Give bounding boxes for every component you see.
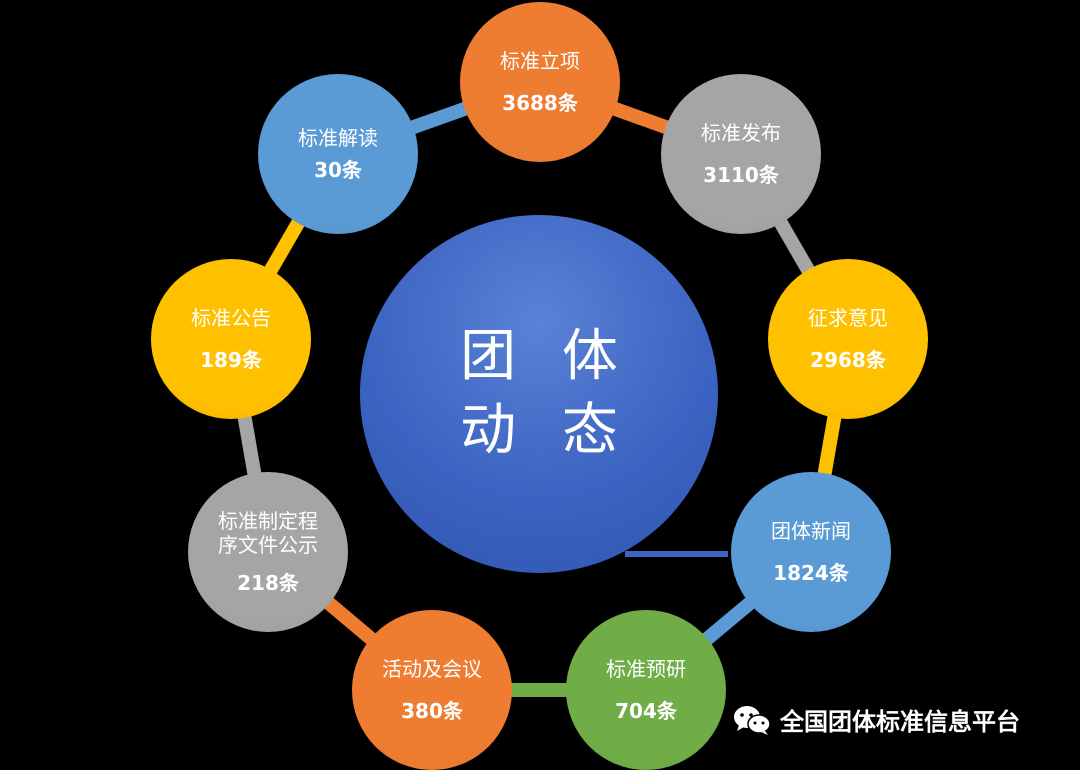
- node-count: 1824条: [773, 561, 849, 585]
- wechat-icon: [734, 705, 771, 735]
- node-chengxu-wenjian-gongshi: 标准制定程 序文件公示 218条: [188, 472, 348, 632]
- center-circle: 团 体 动 态: [360, 215, 718, 573]
- node-biaozhun-yuyan: 标准预研 704条: [566, 610, 726, 770]
- node-count: 3110条: [703, 163, 779, 187]
- node-label: 团体新闻: [771, 519, 851, 543]
- node-count: 2968条: [810, 348, 886, 372]
- center-title-line1: 团 体: [460, 324, 632, 389]
- node-zhengqiu-yijian: 征求意见 2968条: [768, 259, 928, 419]
- node-tuanti-xinwen: 团体新闻 1824条: [731, 472, 891, 632]
- node-biaozhun-jiedu: 标准解读 30条: [258, 74, 418, 234]
- node-count: 30条: [314, 158, 362, 182]
- node-count: 189条: [200, 348, 262, 372]
- node-biaozhun-fabu: 标准发布 3110条: [661, 74, 821, 234]
- node-huodong-huiyi: 活动及会议 380条: [352, 610, 512, 770]
- node-label: 标准立项: [500, 49, 580, 73]
- node-label: 标准解读: [298, 126, 378, 150]
- node-count: 3688条: [502, 91, 578, 115]
- node-label: 标准发布: [701, 121, 781, 145]
- watermark-text: 全国团体标准信息平台: [780, 708, 1020, 736]
- wechat-watermark: 全国团体标准信息平台: [732, 702, 1020, 737]
- node-biaozhun-lixiang: 标准立项 3688条: [460, 2, 620, 162]
- node-label: 标准预研: [606, 657, 686, 681]
- center-title-line2: 动 态: [460, 398, 632, 463]
- node-biaozhun-gonggao: 标准公告 189条: [151, 259, 311, 419]
- node-label: 标准公告: [191, 306, 271, 330]
- node-count: 704条: [615, 699, 677, 723]
- node-count: 218条: [237, 571, 299, 595]
- node-label: 活动及会议: [382, 657, 482, 681]
- node-count: 380条: [401, 699, 463, 723]
- node-label: 征求意见: [808, 306, 888, 330]
- node-label: 标准制定程 序文件公示: [218, 509, 318, 557]
